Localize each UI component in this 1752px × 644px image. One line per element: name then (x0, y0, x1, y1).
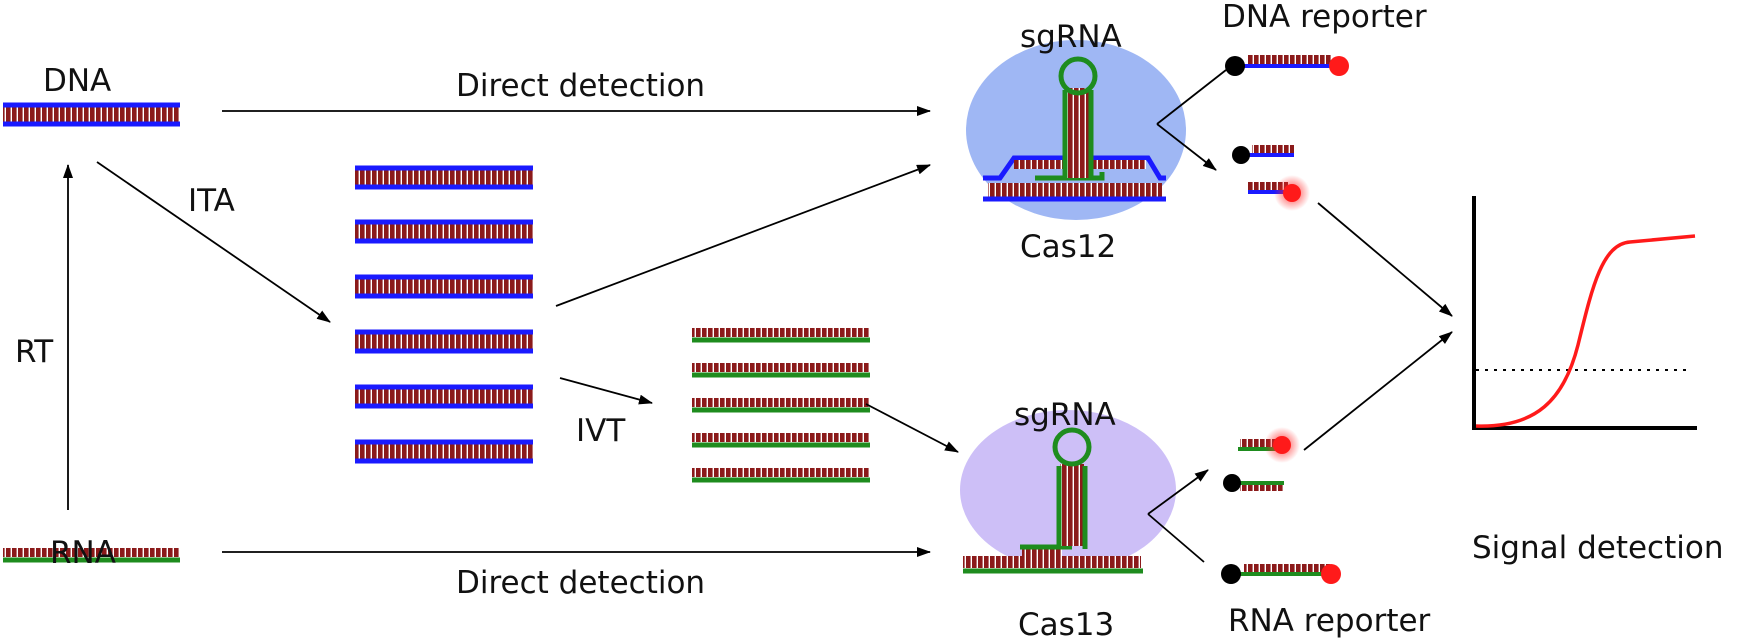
dna-label: DNA (43, 63, 111, 99)
ivt-label: IVT (576, 413, 626, 449)
amplified-dna-strand (355, 165, 533, 190)
ita-label: ITA (188, 183, 235, 219)
dna-reporter-cleaved-fluorophore (1248, 175, 1310, 211)
transcribed-rna-strand (692, 363, 870, 378)
signal-detection-label: Signal detection (1472, 530, 1723, 566)
arrow-dna-cleavage (1156, 123, 1217, 171)
amplified-dna-strand (355, 439, 533, 464)
direct-detection-bottom-label: Direct detection (456, 565, 705, 601)
arrow-rna-cleavage (1147, 469, 1209, 515)
cas13-complex (963, 427, 1143, 574)
arrow-dna-signal (1317, 202, 1453, 317)
signal-plot (1472, 196, 1697, 430)
amplified-dna-strand (355, 329, 533, 354)
pointer-rna-reporter (1147, 513, 1205, 563)
nucleic-acid-strands (3, 102, 870, 563)
amplified-dna-strand (355, 274, 533, 299)
rna-reporter-cleaved-fluorophore (1238, 427, 1300, 463)
arrow-amplicon-to-cas12 (555, 164, 931, 307)
cas13-label: Cas13 (1018, 607, 1114, 643)
arrow-rna-to-cas13 (865, 403, 959, 453)
amplified-dna-strand (355, 384, 533, 409)
dna-reporter-label: DNA reporter (1222, 0, 1427, 35)
sgrna-top-label: sgRNA (1020, 19, 1122, 55)
transcribed-rna-strand (692, 433, 870, 448)
sgrna-bottom-label: sgRNA (1014, 397, 1116, 433)
cas12-complex (983, 56, 1166, 202)
dna-reporter-cleaved-quencher (1232, 145, 1294, 164)
rt-label: RT (15, 334, 54, 370)
arrow-ita (96, 161, 331, 323)
transcribed-rna-strand (692, 468, 870, 483)
rna-reporter-cleaved-quencher (1223, 474, 1284, 492)
text-labels: DNA RNA RT ITA IVT Direct detection Dire… (15, 0, 1723, 643)
dna-reporter-intact (1225, 55, 1349, 76)
cas12-label: Cas12 (1020, 229, 1116, 265)
rna-reporter-label: RNA reporter (1228, 603, 1431, 639)
rna-input-strand (3, 548, 180, 563)
transcribed-rna-strand (692, 398, 870, 413)
rna-label: RNA (50, 535, 116, 571)
dna-input-strand (3, 102, 180, 127)
arrow-rna-signal (1303, 331, 1453, 451)
direct-detection-top-label: Direct detection (456, 68, 705, 104)
rna-reporter-intact (1221, 564, 1341, 584)
arrows (63, 69, 1453, 563)
pointer-dna-reporter (1156, 69, 1227, 125)
amplified-dna-strand (355, 219, 533, 244)
arrow-ivt (559, 377, 653, 405)
transcribed-rna-strand (692, 328, 870, 343)
signal-curve (1475, 234, 1696, 428)
